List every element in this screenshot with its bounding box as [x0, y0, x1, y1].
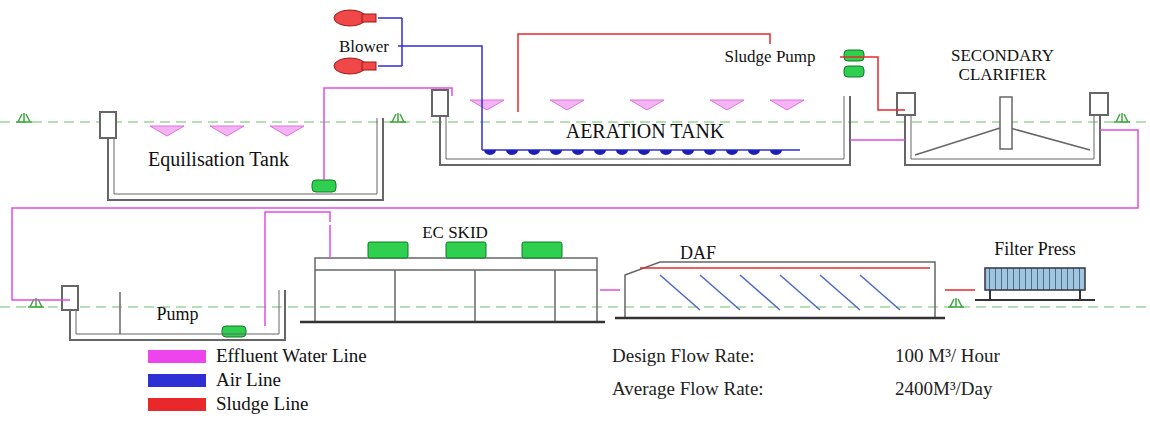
- diffuser-head: [550, 150, 562, 155]
- sludge-pump: Sludge Pump: [700, 44, 840, 70]
- filter-press: [975, 268, 1095, 300]
- diffuser-head: [484, 150, 496, 155]
- aeration-tank-outline: [432, 90, 850, 165]
- air-diffuser-heads: [484, 150, 782, 155]
- pump-tank-outline: [62, 286, 285, 340]
- diffuser-head: [528, 150, 540, 155]
- blower-label: Blower: [330, 35, 398, 60]
- flow-rate-text: 100 M³/ Hour: [895, 345, 1000, 367]
- secondary-clarifier: SECONDARY CLARIFIER: [905, 45, 1100, 165]
- ec-skid: EC SKID: [310, 222, 600, 325]
- pipe-line: [850, 139, 905, 141]
- flow-rate-text: 2400M³/Day: [895, 378, 993, 400]
- ec-module: [368, 242, 562, 258]
- legend-swatch: [148, 350, 206, 363]
- daf-unit: [615, 262, 945, 318]
- node-label: Pump: [156, 305, 198, 325]
- node-label: Sludge Pump: [724, 48, 815, 67]
- pipe-line: [945, 289, 975, 291]
- air-pipe: [401, 18, 403, 66]
- node-label: SECONDARY CLARIFIER: [911, 47, 1094, 84]
- diffuser-head: [572, 150, 584, 155]
- legend-text: Effluent Water Line: [216, 346, 367, 367]
- legend-text: Air Line: [216, 370, 281, 391]
- pump-symbol: [222, 50, 864, 337]
- diffuser-head: [770, 150, 782, 155]
- pipe: [264, 290, 266, 326]
- flow-rate-text: Average Flow Rate:: [612, 378, 764, 400]
- pipe: [329, 225, 331, 258]
- air-diffuser: [482, 96, 800, 150]
- aeration-tank: AERATION TANK: [440, 96, 850, 165]
- legend-swatch: [148, 398, 206, 411]
- air-pipe: [378, 17, 402, 19]
- clarifier-outline: [897, 93, 1108, 165]
- pipe: [517, 96, 519, 112]
- diffuser-head: [682, 150, 694, 155]
- diffuser-head: [638, 150, 650, 155]
- ground-line: [0, 122, 1150, 307]
- pump-tank: Pump: [70, 290, 285, 340]
- pipe-line: [600, 289, 620, 291]
- equalisation-tank-outline: [100, 112, 383, 200]
- ec-skid-frame: [300, 258, 605, 322]
- node-label: Equilisation Tank: [148, 148, 289, 170]
- daf-unit: DAF: [620, 242, 945, 320]
- node-label: EC SKID: [422, 224, 488, 243]
- diffuser-head: [704, 150, 716, 155]
- legend-text: Sludge Line: [216, 394, 308, 415]
- pipe-line: [12, 130, 1138, 300]
- legend-row: Air Line: [148, 369, 281, 391]
- air-pipe: [378, 65, 402, 67]
- legend-row: Sludge Line: [148, 393, 308, 415]
- filter-press: Filter Press: [975, 238, 1095, 300]
- diffuser-head: [748, 150, 760, 155]
- node-label: Filter Press: [994, 240, 1076, 260]
- diffuser-head: [506, 150, 518, 155]
- node-label: AERATION TANK: [566, 120, 725, 142]
- equalisation-tank: Equilisation Tank: [108, 118, 383, 200]
- diffuser-head: [660, 150, 672, 155]
- pipe-line: [324, 88, 452, 118]
- diffuser-head: [616, 150, 628, 155]
- legend-swatch: [148, 374, 206, 387]
- diffuser-head: [726, 150, 738, 155]
- node-label: Blower: [339, 38, 389, 57]
- diffuser-head: [594, 150, 606, 155]
- node-label: DAF: [680, 244, 716, 264]
- pipe-line: [840, 57, 905, 110]
- flow-rate-text: Design Flow Rate:: [612, 345, 755, 367]
- grass-symbol: [16, 113, 1130, 307]
- legend-row: Effluent Water Line: [148, 345, 367, 367]
- pipe: [323, 118, 325, 180]
- pipe-line: [265, 212, 330, 290]
